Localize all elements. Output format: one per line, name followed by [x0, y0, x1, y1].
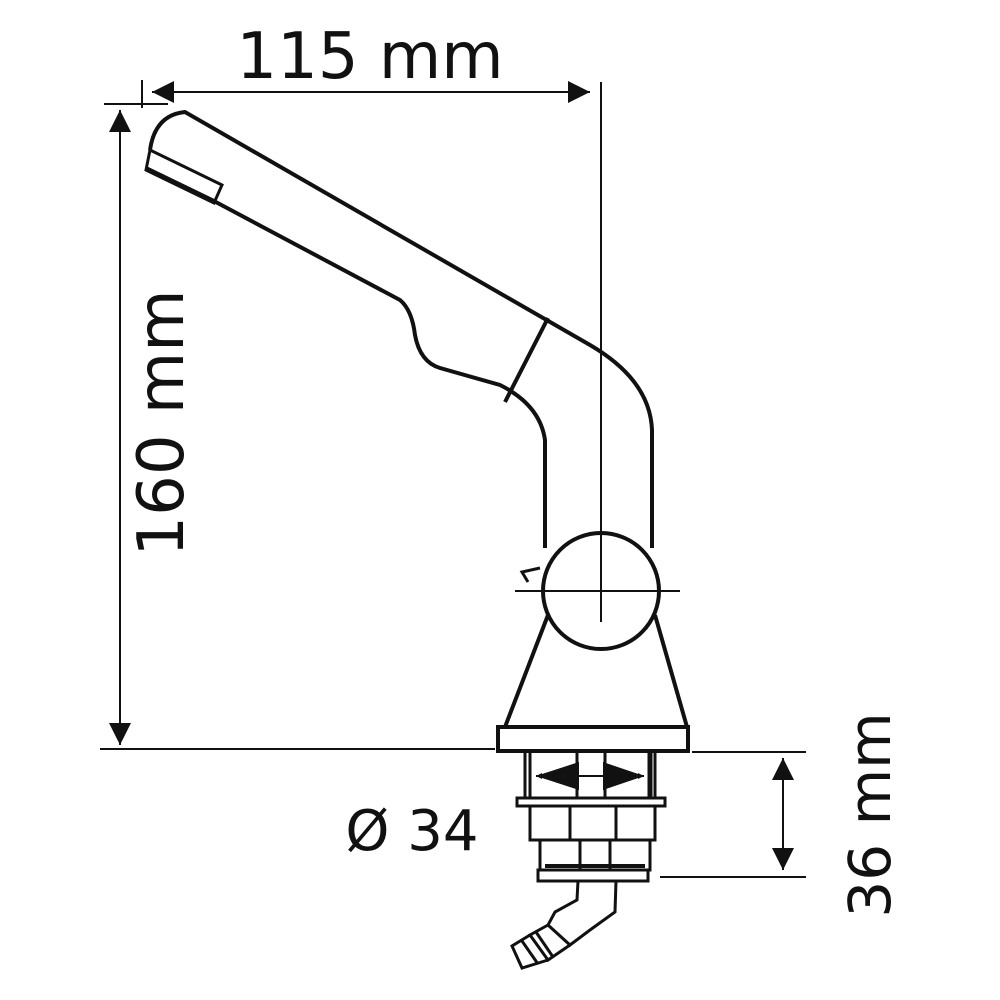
mounting-thread — [515, 749, 667, 883]
swivel-joint — [541, 531, 661, 651]
faucet-spout — [144, 109, 654, 548]
width-dimension-label: 115 mm — [236, 20, 503, 94]
height-dimension-label: 160 mm — [125, 289, 199, 556]
diameter-label: Ø 34 — [345, 799, 478, 864]
hose-connector — [510, 880, 618, 970]
thread-length-label: 36 mm — [836, 712, 904, 917]
faucet-base — [502, 614, 690, 729]
